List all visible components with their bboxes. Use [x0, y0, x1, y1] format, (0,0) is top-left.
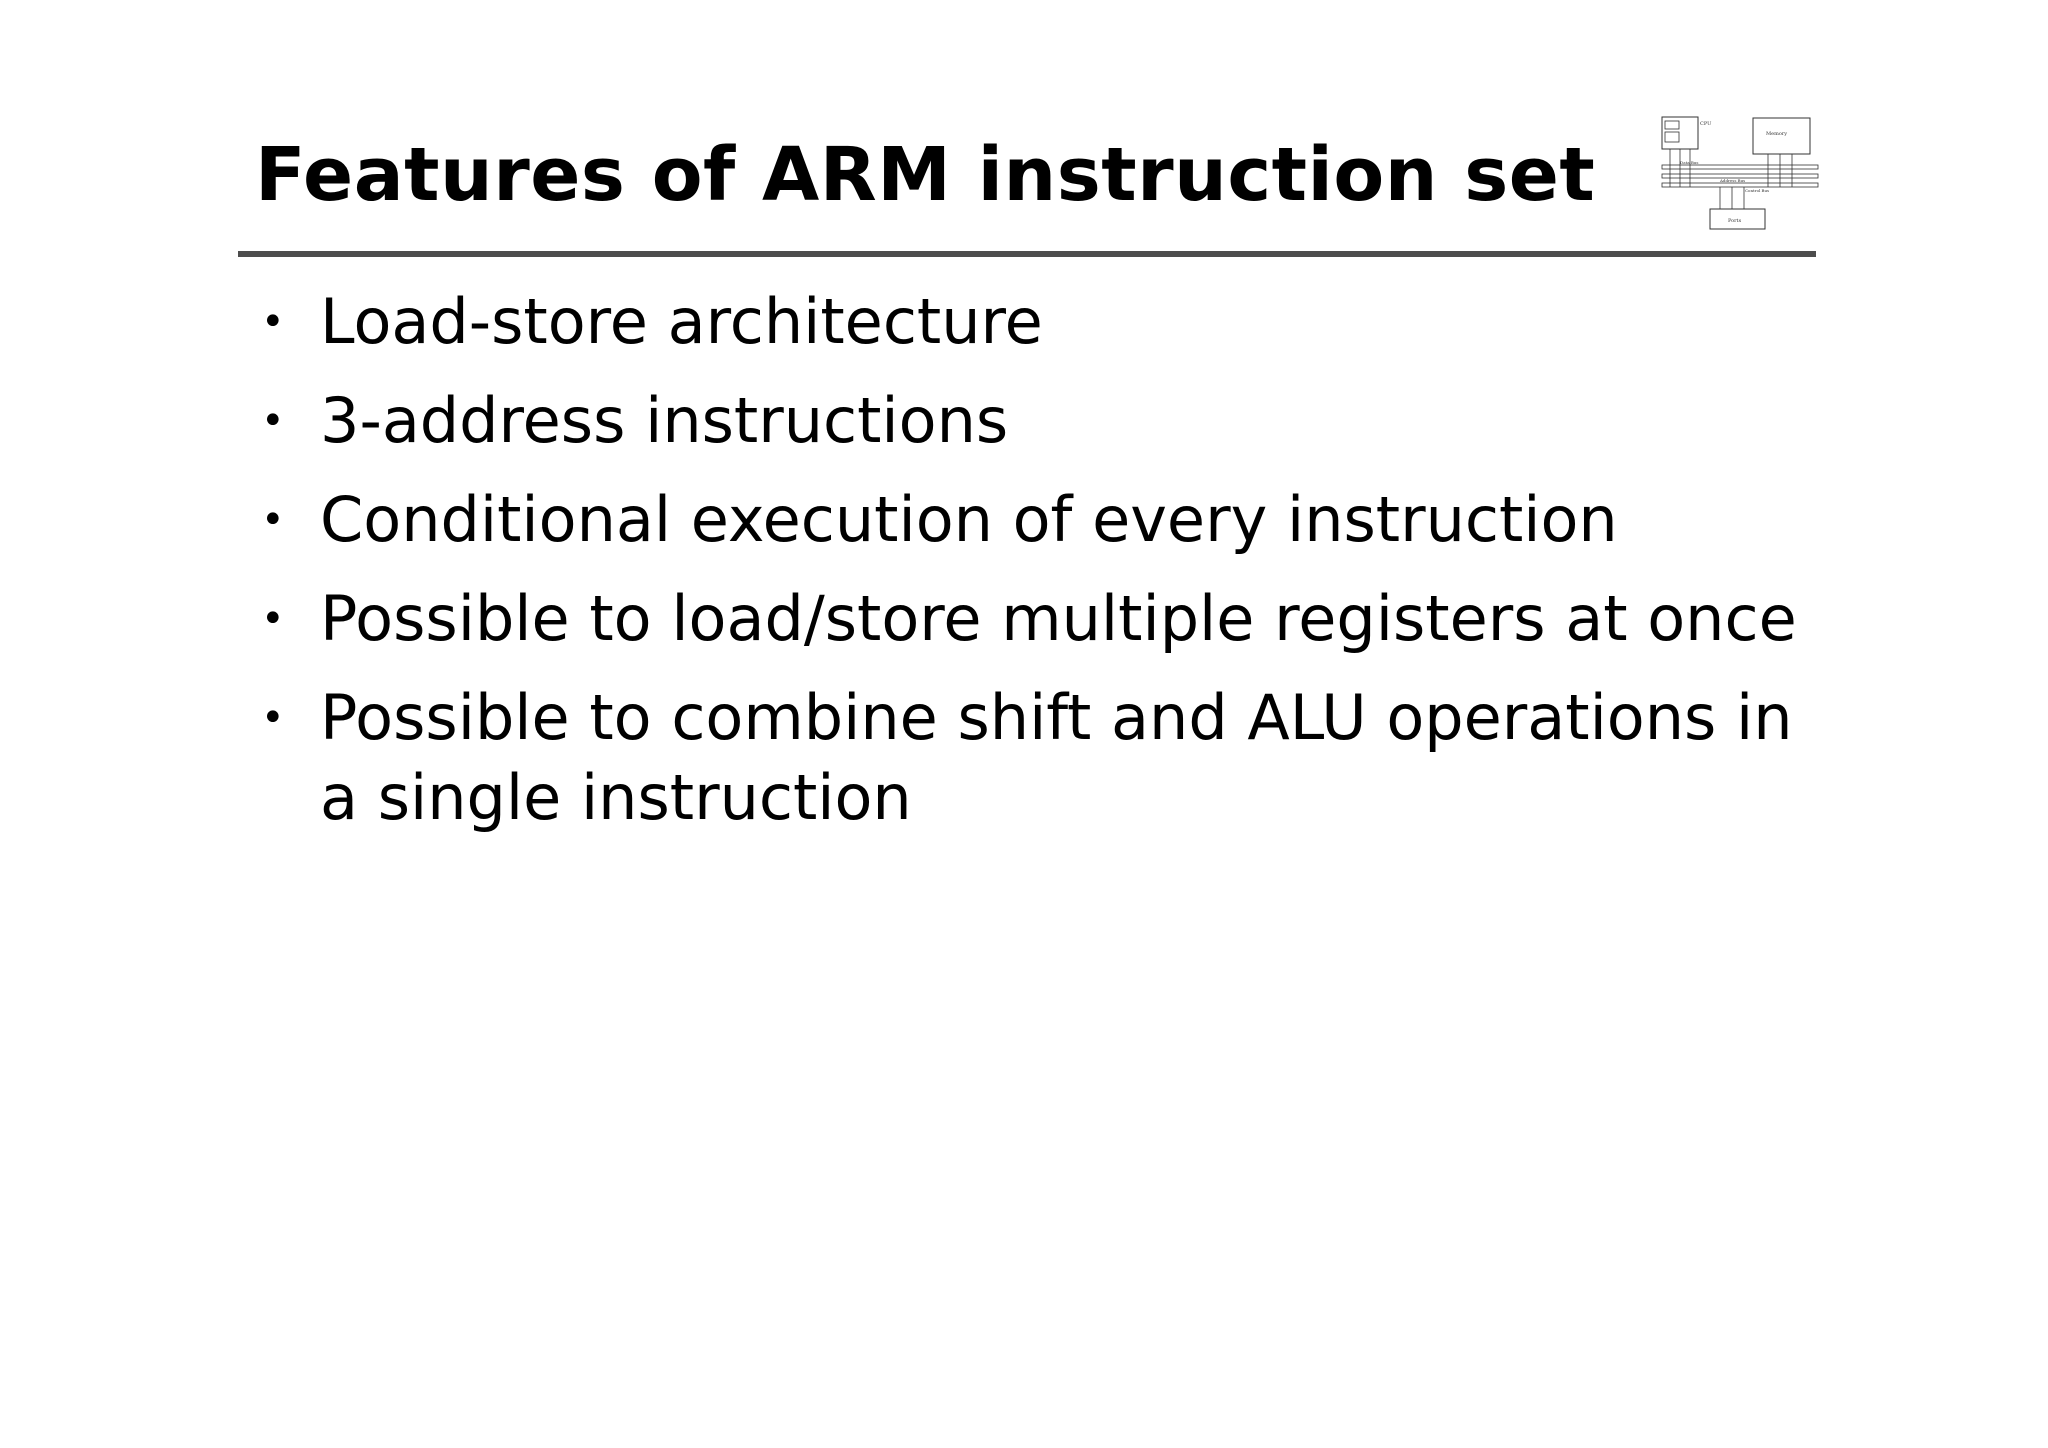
bullet-item: • Possible to load/store multiple regist…: [255, 579, 1835, 659]
bullet-dot: •: [261, 398, 285, 444]
svg-text:CPU: CPU: [1700, 121, 1711, 127]
computer-architecture-logo: CPU Memory Data Bus Address Bus Control …: [1661, 116, 1819, 230]
slide-title: Features of ARM instruction set: [255, 132, 1596, 218]
bullet-item: • 3-address instructions: [255, 381, 1835, 461]
bullet-dot: •: [261, 497, 285, 543]
bullet-text: 3-address instructions: [320, 384, 1009, 457]
svg-text:Control Bus: Control Bus: [1745, 188, 1769, 193]
svg-text:Data Bus: Data Bus: [1680, 160, 1698, 165]
bullet-dot: •: [261, 695, 285, 741]
bullet-item: • Conditional execution of every instruc…: [255, 480, 1835, 560]
svg-text:Memory: Memory: [1766, 131, 1787, 137]
bullet-dot: •: [261, 596, 285, 642]
bullet-item: • Load-store architecture: [255, 282, 1835, 362]
title-divider: [238, 251, 1816, 257]
bullet-dot: •: [261, 299, 285, 345]
svg-text:Ports: Ports: [1728, 218, 1742, 224]
bullet-text: Possible to combine shift and ALU operat…: [320, 681, 1793, 834]
bullet-list: • Load-store architecture • 3-address in…: [255, 282, 1835, 857]
bullet-item: • Possible to combine shift and ALU oper…: [255, 678, 1835, 838]
bullet-text: Possible to load/store multiple register…: [320, 582, 1797, 655]
svg-text:Address Bus: Address Bus: [1719, 178, 1745, 183]
bullet-text: Conditional execution of every instructi…: [320, 483, 1618, 556]
bullet-text: Load-store architecture: [320, 285, 1043, 358]
